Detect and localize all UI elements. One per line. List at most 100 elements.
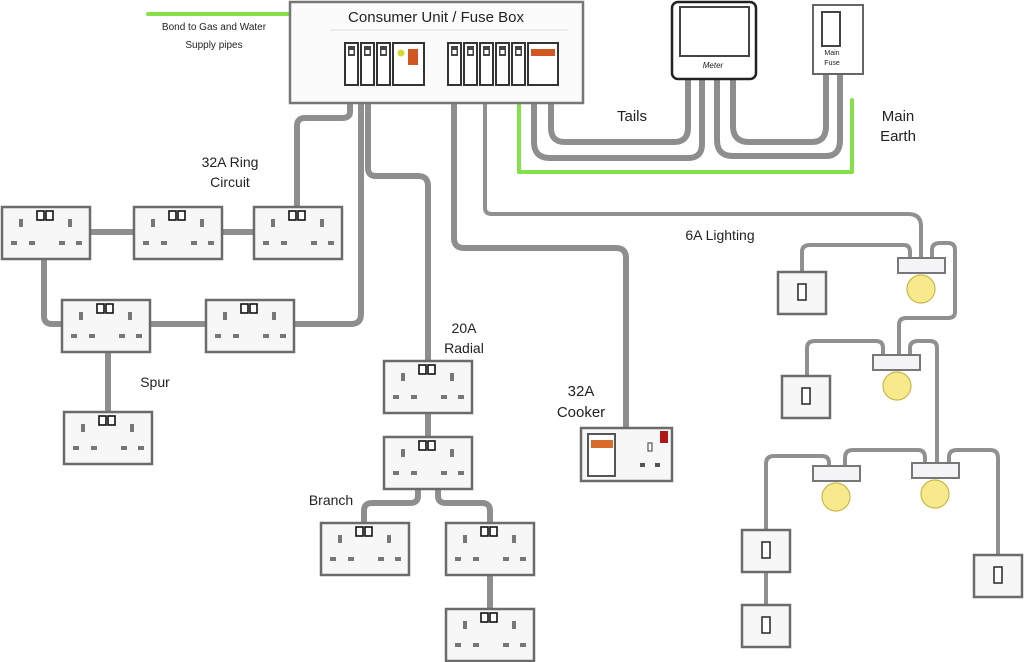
mcb[interactable]: [479, 42, 494, 86]
light-fitting: [812, 465, 861, 512]
lighting-link-wire: [908, 339, 939, 465]
spur-socket-outlet[interactable]: [62, 410, 154, 466]
ring-feed-wire: [294, 100, 353, 210]
light-fittings: [812, 257, 960, 512]
left-bank-mcbs: [344, 42, 425, 86]
light-switch[interactable]: [780, 374, 832, 420]
bulb-icon: [821, 482, 851, 512]
branch-wire: [361, 486, 421, 526]
bulb-icon: [882, 371, 912, 401]
socket-outlet[interactable]: [204, 298, 296, 354]
radial-sockets: [319, 359, 536, 662]
ceiling-rose: [897, 257, 946, 274]
tail-wire: [714, 67, 843, 159]
rcd-switch[interactable]: [408, 49, 418, 65]
light-switch[interactable]: [972, 553, 1024, 599]
cooker-neon-indicator: [660, 431, 668, 443]
ring-link-wire: [41, 256, 65, 327]
spur-label: Spur: [140, 374, 170, 390]
socket-outlet[interactable]: [382, 359, 474, 415]
light-switch[interactable]: [740, 603, 792, 649]
right-bank-mcbs: [447, 42, 559, 86]
lighting-switch-wire: [800, 243, 912, 274]
mcb[interactable]: [495, 42, 510, 86]
main-earth-wire: [517, 98, 854, 174]
cooker-socket-pin: [647, 442, 653, 452]
branch-wire: [435, 486, 493, 526]
main-fuse-carrier: [821, 11, 841, 47]
lighting-switch-wire: [764, 454, 831, 532]
radial-feed-wire: [365, 100, 431, 364]
lighting-feed-wire: [483, 101, 923, 260]
mcb[interactable]: [360, 42, 375, 86]
tail-wire: [730, 67, 829, 145]
light-switch[interactable]: [776, 270, 828, 316]
branch-label: Branch: [309, 492, 353, 508]
consumer-unit: Consumer Unit / Fuse Box: [288, 0, 585, 105]
tail-wire: [531, 75, 705, 161]
earth-wires: [146, 12, 854, 174]
ring-sockets: [0, 205, 344, 466]
socket-outlet[interactable]: [382, 435, 474, 491]
bonding-label-line1: Bond to Gas and Water: [162, 22, 267, 33]
ring-label-line1: 32A Ring: [202, 154, 259, 170]
meter: Meter: [670, 0, 758, 81]
radial-wires: [361, 100, 493, 612]
cooker-switch-rocker[interactable]: [591, 440, 613, 448]
bulb-icon: [906, 274, 936, 304]
lighting-switch-wire: [805, 339, 885, 378]
socket-outlet[interactable]: [0, 205, 92, 261]
mcb[interactable]: [447, 42, 462, 86]
main-switch-lever[interactable]: [531, 49, 555, 56]
socket-outlet[interactable]: [319, 521, 411, 577]
main-fuse-label-line2: Fuse: [824, 60, 840, 67]
ring-circuit-wires: [41, 100, 364, 415]
main-fuse-label-line1: Main: [824, 50, 839, 57]
meter-display: [679, 6, 750, 57]
consumer-unit-title: Consumer Unit / Fuse Box: [348, 9, 524, 26]
ceiling-rose: [872, 354, 921, 371]
main-fuse: Main Fuse: [812, 4, 864, 75]
meter-label: Meter: [703, 61, 724, 70]
cooker-socket-pin: [655, 463, 660, 467]
mcb[interactable]: [344, 42, 359, 86]
bonding-label-line2: Supply pipes: [185, 40, 242, 51]
socket-outlet[interactable]: [132, 205, 224, 261]
light-fitting: [897, 257, 946, 304]
ceiling-rose: [812, 465, 861, 482]
radial-label-line2: Radial: [444, 340, 484, 356]
mcb[interactable]: [376, 42, 391, 86]
ceiling-rose: [911, 462, 960, 479]
lighting-switch-wire: [947, 448, 1000, 557]
main-earth-label-line1: Main: [882, 108, 915, 125]
lighting-link-wire: [897, 241, 957, 357]
cooker-wire: [451, 100, 629, 433]
mcb[interactable]: [511, 42, 526, 86]
light-fitting: [872, 354, 921, 401]
tail-wire: [548, 75, 691, 145]
cooker-label-line1: 32A: [568, 383, 595, 400]
lighting-wires: [483, 101, 1000, 607]
cooker-socket-pin: [640, 463, 645, 467]
tails-label: Tails: [617, 108, 647, 125]
light-switches: [740, 270, 1024, 649]
socket-outlet[interactable]: [60, 298, 152, 354]
lighting-link-wire: [843, 448, 927, 468]
ring-label-line2: Circuit: [210, 174, 250, 190]
light-fitting: [911, 462, 960, 509]
radial-label-line1: 20A: [452, 320, 478, 336]
socket-outlet[interactable]: [252, 205, 344, 261]
tails-wires: [531, 67, 843, 161]
lighting-label: 6A Lighting: [685, 227, 754, 243]
socket-outlet[interactable]: [444, 521, 536, 577]
socket-outlet[interactable]: [444, 607, 536, 662]
mcb[interactable]: [463, 42, 478, 86]
bulb-icon: [920, 479, 950, 509]
main-earth-label-line2: Earth: [880, 128, 916, 145]
rcd-test-indicator: [397, 49, 405, 57]
cooker-label-line2: Cooker: [557, 404, 605, 421]
cooker-control-unit: [579, 426, 674, 483]
ring-return-wire: [291, 100, 364, 327]
light-switch[interactable]: [740, 528, 792, 574]
